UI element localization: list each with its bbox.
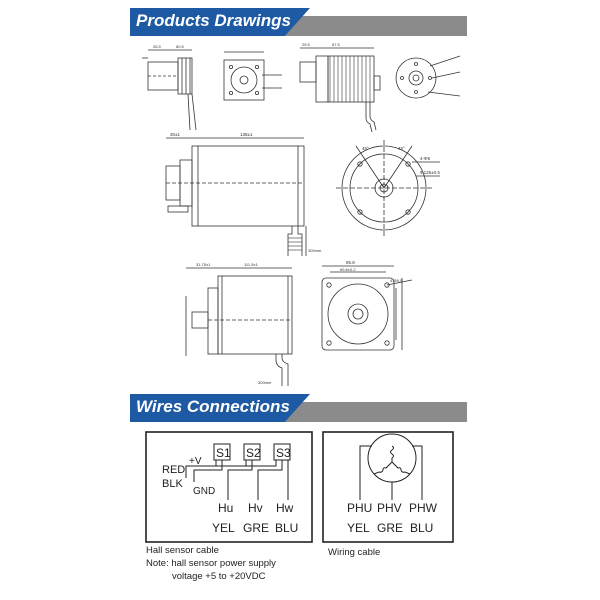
- red-wire-label: RED: [162, 464, 185, 476]
- dim-large-cable: 300mm: [308, 248, 322, 253]
- phase-phu: PHU: [347, 501, 372, 515]
- winding-color-gre: GRE: [377, 521, 403, 535]
- drawing-small-motor-side: 26.5 60.5: [142, 44, 197, 131]
- dim-small-width: 26.5: [153, 44, 162, 49]
- hall-cable-caption: Hall sensor cable: [146, 545, 219, 556]
- banner-gray-band: [280, 16, 467, 36]
- drawing-small-motor-front: [223, 51, 282, 101]
- hall-color-blu: BLU: [275, 521, 298, 535]
- products-drawings-title: Products Drawings: [136, 11, 291, 30]
- dim-86-pcd: 69.6±0.2: [340, 267, 356, 272]
- phase-phw: PHW: [409, 501, 438, 515]
- dim-large-length: 138±1: [240, 132, 253, 137]
- hall-note-line1: Note: hall sensor power supply: [146, 558, 276, 569]
- motor-drawings: 26.5 60.5 87.5 25.5: [142, 42, 461, 386]
- dim-86-cable: 300mm: [258, 380, 272, 385]
- dim-angle-left: 45°: [362, 146, 369, 151]
- banner-blue-tab: [130, 8, 310, 36]
- hall-sensor-diagram: S1 S2 S3 +V GND RED BLK Hu Hv Hw YEL GRE…: [145, 431, 313, 543]
- dim-large-shaft: 30±1: [170, 132, 180, 137]
- drawing-medium-motor-front: [395, 55, 461, 99]
- hall-color-gre: GRE: [243, 521, 269, 535]
- dim-86-width: 85.8: [346, 260, 355, 265]
- signal-hv: Hv: [248, 501, 263, 515]
- phase-phv: PHV: [377, 501, 402, 515]
- banner-gray-band: [280, 402, 467, 422]
- drawing-medium-motor-side: 87.5 25.5: [299, 42, 381, 133]
- wiring-diagrams: S1 S2 S3 +V GND RED BLK Hu Hv Hw YEL GRE…: [145, 431, 454, 543]
- winding-color-yel: YEL: [347, 521, 370, 535]
- sensor-s1-label: S1: [216, 446, 231, 460]
- winding-color-blu: BLU: [410, 521, 433, 535]
- wiring-cable-caption: Wiring cable: [328, 547, 381, 558]
- winding-diagram: PHU PHV PHW YEL GRE BLU: [322, 431, 454, 543]
- hall-color-yel: YEL: [212, 521, 235, 535]
- dim-medium-shaft: 25.5: [302, 42, 311, 47]
- blk-wire-label: BLK: [162, 478, 183, 490]
- drawing-large-motor-side: 138±1 30±1 300mm: [165, 132, 322, 256]
- drawing-86-motor-front: 85.8 69.6±0.2 4-Φ5.5: [321, 260, 413, 351]
- wires-connections-banner: Wires Connections: [130, 394, 467, 422]
- dim-pcd: Φ125±0.5: [420, 170, 440, 175]
- gnd-label: GND: [193, 486, 215, 497]
- sensor-s3-label: S3: [276, 446, 291, 460]
- dim-medium-length: 87.5: [332, 42, 341, 47]
- dim-small-length: 60.5: [176, 44, 185, 49]
- hall-note-line2: voltage +5 to +20VDC: [172, 571, 266, 582]
- signal-hu: Hu: [218, 501, 233, 515]
- dim-holes: 4-Φ6: [420, 156, 431, 161]
- dim-angle-right: 45°: [398, 146, 405, 151]
- dim-86-length: 111.5±1: [244, 262, 259, 267]
- drawing-86-motor-side: 31.75±1 111.5±1 300mm: [185, 262, 293, 386]
- wires-connections-title: Wires Connections: [136, 397, 290, 416]
- sensor-s2-label: S2: [246, 446, 261, 460]
- dim-86-shaft: 31.75±1: [196, 262, 211, 267]
- dim-86-holes: 4-Φ5.5: [390, 278, 403, 283]
- banner-blue-tab: [130, 394, 310, 422]
- products-drawings-banner: Products Drawings: [130, 8, 467, 36]
- drawing-large-motor-front: 45° 45° 4-Φ6 Φ125±0.5: [336, 140, 440, 236]
- signal-hw: Hw: [276, 501, 294, 515]
- power-plus-label: +V: [189, 456, 202, 467]
